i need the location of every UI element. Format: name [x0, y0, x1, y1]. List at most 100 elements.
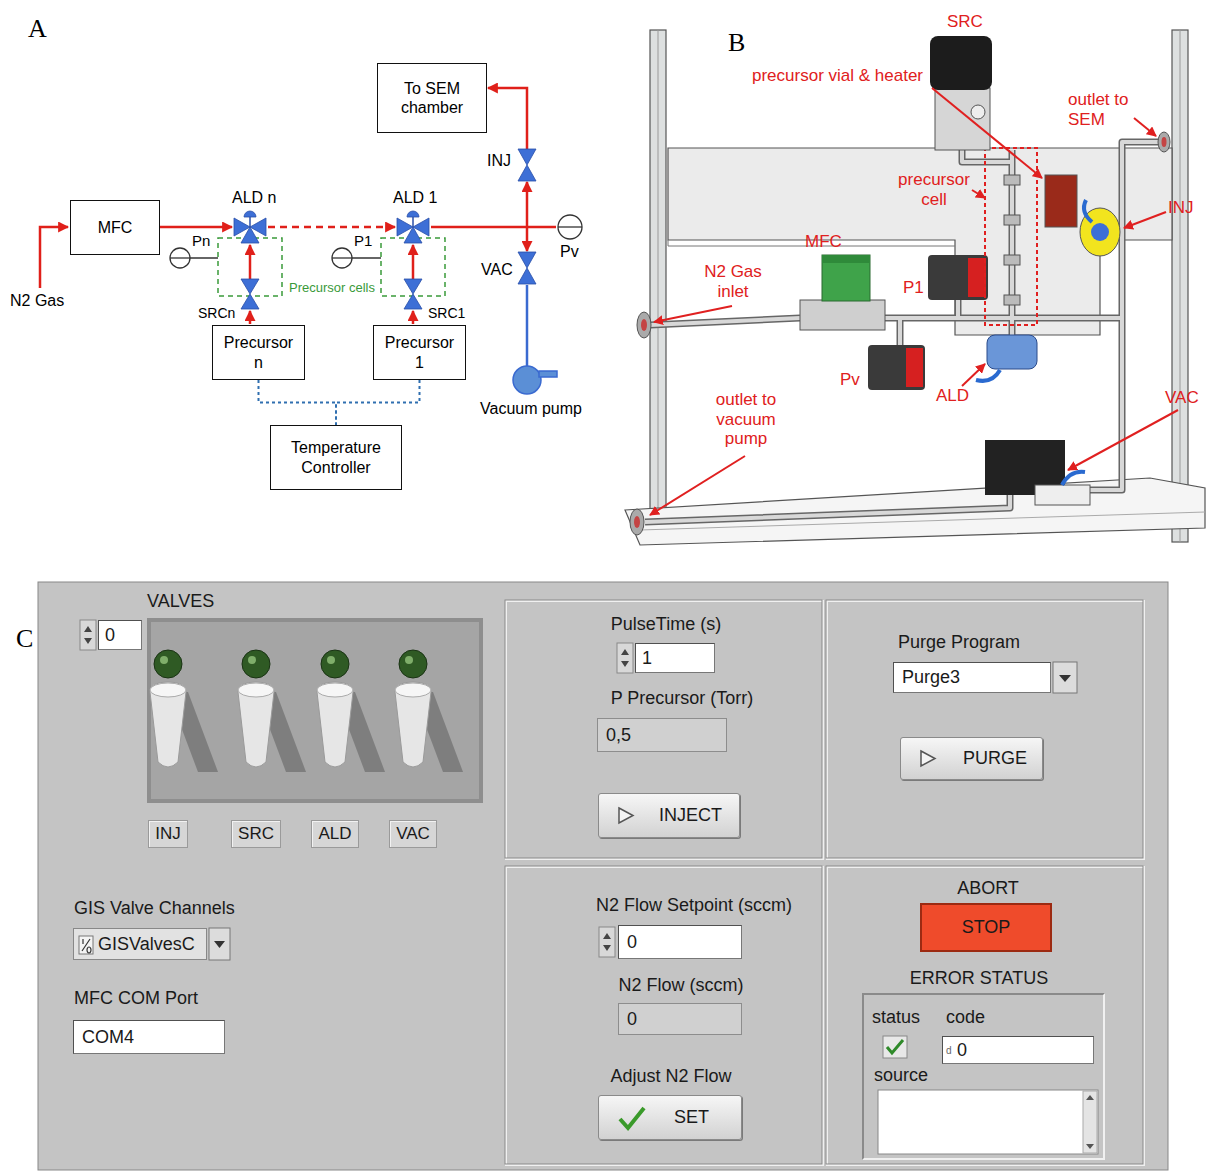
region-label: Precursor cells — [288, 281, 376, 296]
leader-arrow — [1068, 410, 1178, 470]
toggle-switch — [395, 650, 463, 772]
injection-valve — [1080, 200, 1120, 256]
play-icon — [619, 808, 633, 823]
precursor-box: Precursor 1 — [373, 325, 466, 380]
pressure-gauge — [868, 345, 925, 390]
node-text: 0 — [627, 926, 637, 958]
control-caption: ABORT — [888, 878, 1088, 899]
precursor-box: Precursor n — [212, 325, 305, 380]
gauge-label: Pv — [560, 243, 579, 261]
node-text: 0 — [627, 1004, 637, 1034]
group-frame — [505, 600, 822, 858]
part-label: precursor cell — [892, 170, 976, 209]
toggle-well — [147, 618, 483, 803]
vacuum-valve — [1035, 485, 1090, 505]
control-icon — [882, 1035, 908, 1059]
leader-arrow — [650, 88, 1178, 515]
node-text: Precursor 1 — [382, 333, 458, 371]
spinner-arrows — [617, 643, 633, 673]
valve-symbol — [518, 252, 536, 284]
gas-line — [40, 227, 68, 288]
action-button: Adjust N2 FlowSET — [598, 1095, 742, 1140]
part-label: P1 — [903, 278, 924, 298]
numeric-control: 0 — [98, 620, 142, 650]
pressure-gauge — [558, 215, 582, 239]
pipe-flange — [637, 312, 651, 338]
valve-symbol — [397, 218, 429, 243]
vacuum-valve — [985, 440, 1090, 505]
cell-outline — [985, 148, 1037, 325]
leader-arrow — [972, 190, 985, 198]
program-ring: Purge ProgramPurge3 — [893, 662, 1051, 693]
vacuum-line — [526, 285, 529, 366]
node-text: COM4 — [82, 1021, 134, 1053]
node-text: Temperature Controller — [276, 438, 396, 476]
leader-arrow — [650, 456, 745, 515]
gas-pipe — [1085, 142, 1160, 490]
ald-valve — [976, 335, 1037, 381]
valve-label: ALD n — [232, 189, 276, 207]
dropdown-arrow — [209, 928, 230, 960]
mass-flow-controller — [822, 255, 870, 301]
gas-pipe — [885, 315, 1122, 322]
part-label: Pv — [840, 370, 860, 390]
gas-pipe — [645, 495, 1010, 522]
frame-post — [650, 30, 666, 542]
switch-tag: VAC — [389, 820, 437, 848]
node-text: PURGE — [963, 738, 1027, 779]
control-caption: N2 Flow Setpoint (sccm) — [519, 895, 869, 916]
part-label: outlet to SEM — [1068, 90, 1132, 129]
spinner-arrows — [80, 620, 96, 650]
frame-post-edge — [658, 30, 1180, 542]
control-icon — [78, 935, 94, 955]
node-text: 0 — [957, 1037, 967, 1063]
gas-pipe — [897, 318, 904, 345]
dropdown-arrow — [209, 662, 1077, 960]
pressure-gauge — [332, 257, 352, 258]
channel-selector: GIS Valve ChannelsGISValvesC — [73, 928, 207, 960]
numeric-indicator: P Precursor (Torr)0,5 — [597, 718, 727, 752]
node-text: MFC — [98, 218, 133, 237]
leader-arrow — [1134, 118, 1156, 136]
control-icon — [878, 1090, 1098, 1154]
valve-stem — [249, 217, 251, 227]
node-text: INJECT — [659, 794, 722, 837]
node-text: SET — [674, 1096, 709, 1139]
gas-pipe — [955, 300, 962, 318]
node-text: code — [946, 1007, 985, 1028]
valve-symbol — [234, 149, 536, 309]
part-label: INJ — [1168, 198, 1194, 218]
numeric-indicator: N2 Flow (sccm)0 — [618, 1003, 742, 1035]
check-icon — [887, 1040, 903, 1053]
group-frame — [827, 601, 1144, 859]
control-icon — [617, 806, 635, 825]
gas-line — [160, 226, 232, 229]
controller-box: Temperature Controller — [270, 425, 402, 490]
leader-arrow — [932, 88, 1042, 178]
leader-arrow — [962, 364, 985, 386]
valve-symbol — [407, 211, 419, 217]
vacuum-pump — [513, 366, 557, 394]
toggle-switch — [238, 650, 306, 772]
vacuum-valve — [1062, 472, 1085, 485]
panel-letter: B — [728, 28, 745, 58]
pipe-flange — [630, 509, 644, 535]
mass-flow-controller — [800, 255, 885, 330]
control-caption: N2 Flow (sccm) — [569, 975, 793, 996]
status-box — [883, 1036, 907, 1058]
pipe-flange — [1162, 137, 1167, 147]
panel-letter: A — [28, 14, 47, 44]
control-caption: PulseTime (s) — [576, 614, 756, 635]
control-caption: Adjust N2 Flow — [571, 1066, 771, 1087]
gas-label: N2 Gas — [10, 292, 64, 310]
control-caption: VALVES — [147, 591, 214, 612]
play-icon — [921, 751, 935, 766]
port-field: MFC COM PortCOM4 — [73, 1020, 225, 1054]
valve-stem — [412, 217, 414, 227]
valve-label: SRC1 — [428, 305, 465, 321]
pipe-flange — [630, 132, 1170, 535]
valve-symbol — [518, 149, 536, 181]
gas-line — [412, 311, 415, 324]
check-icon — [620, 1108, 644, 1128]
switch-tag: SRC — [231, 820, 281, 848]
